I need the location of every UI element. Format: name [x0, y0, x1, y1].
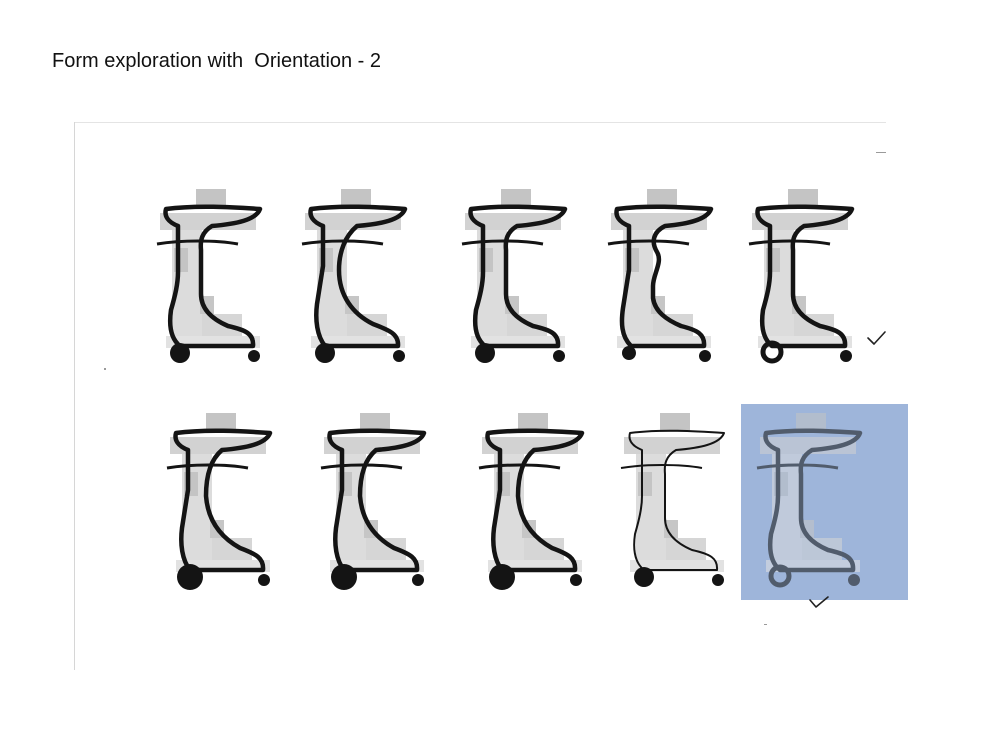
checkmark-icon — [809, 596, 829, 608]
page-title: Form exploration with Orientation - 2 — [52, 50, 382, 72]
cart-sketch-9 — [620, 413, 725, 588]
cart-sketch-2 — [302, 189, 405, 363]
cart-sketch-8 — [479, 413, 582, 590]
cart-sketch-5 — [749, 189, 852, 362]
sheet-edge — [74, 122, 886, 123]
sheet-edge — [74, 122, 75, 670]
cart-sketch-6 — [167, 413, 270, 590]
cart-sketch-3 — [462, 189, 565, 363]
selected-design-highlight — [741, 404, 908, 600]
cart-sketch-7 — [321, 413, 424, 590]
pencil-mark — [764, 624, 767, 625]
pencil-mark — [104, 368, 106, 370]
cart-sketch-4 — [608, 189, 711, 362]
checkmark-icon — [867, 331, 886, 345]
pencil-mark — [876, 152, 886, 153]
cart-sketch-1 — [157, 189, 260, 363]
